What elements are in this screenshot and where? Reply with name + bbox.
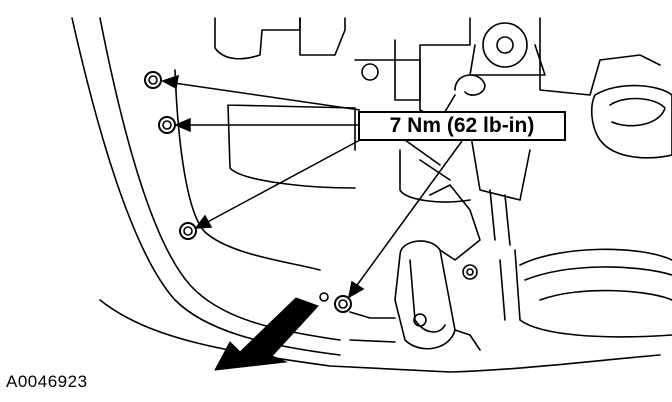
lower-right-dish <box>519 248 672 301</box>
clip-loop <box>454 74 486 96</box>
trim-inner-curve <box>99 17 341 341</box>
right-wheel-inner <box>609 97 666 127</box>
small-clip-inner <box>466 268 474 276</box>
panel-opening <box>227 104 356 189</box>
leader-arrow-4 <box>351 140 463 293</box>
lower-bracket <box>394 240 456 350</box>
lower-right-edge <box>514 249 672 338</box>
torque-callout-box: 7 Nm (62 lb-in) <box>358 111 566 141</box>
arrowhead-4 <box>347 280 365 299</box>
arrowhead-1 <box>161 74 179 90</box>
lower-trim-line <box>99 299 661 373</box>
rib-lines <box>489 189 511 321</box>
diagonal-rib <box>404 139 451 181</box>
arrowhead-2 <box>174 117 191 133</box>
round-boss-outer <box>482 22 528 68</box>
location-arrow-icon <box>214 297 319 371</box>
torque-label: 7 Nm (62 lb-in) <box>389 114 535 137</box>
boss-support <box>469 44 546 76</box>
upper-bracket-2 <box>299 17 346 56</box>
mechanism-block <box>394 17 471 101</box>
bolt-hole <box>361 63 379 81</box>
small-clip-outer <box>462 264 478 280</box>
fastener-3-inner <box>183 226 193 236</box>
strut <box>469 129 531 201</box>
bracket-hole <box>413 313 427 327</box>
upper-right-frame <box>539 17 661 96</box>
lower-bracket-inner <box>409 259 446 333</box>
leader-arrow-1 <box>166 81 361 111</box>
upper-bracket <box>214 17 301 60</box>
round-boss-inner <box>496 36 514 54</box>
arrowhead-3 <box>194 214 213 229</box>
right-wheel-outer <box>590 84 672 159</box>
fastener-1-inner <box>148 75 158 85</box>
fastener-2-inner <box>162 120 172 130</box>
lower-step-line <box>349 311 481 351</box>
figure-id-label: A0046923 <box>6 372 88 391</box>
panel-edge-curve <box>174 69 321 271</box>
connector-bracket <box>429 184 481 261</box>
inner-panel-line <box>399 149 471 203</box>
leader-arrow-3 <box>199 139 361 227</box>
fastener-4-inner <box>338 299 348 309</box>
locating-pin <box>319 292 329 302</box>
